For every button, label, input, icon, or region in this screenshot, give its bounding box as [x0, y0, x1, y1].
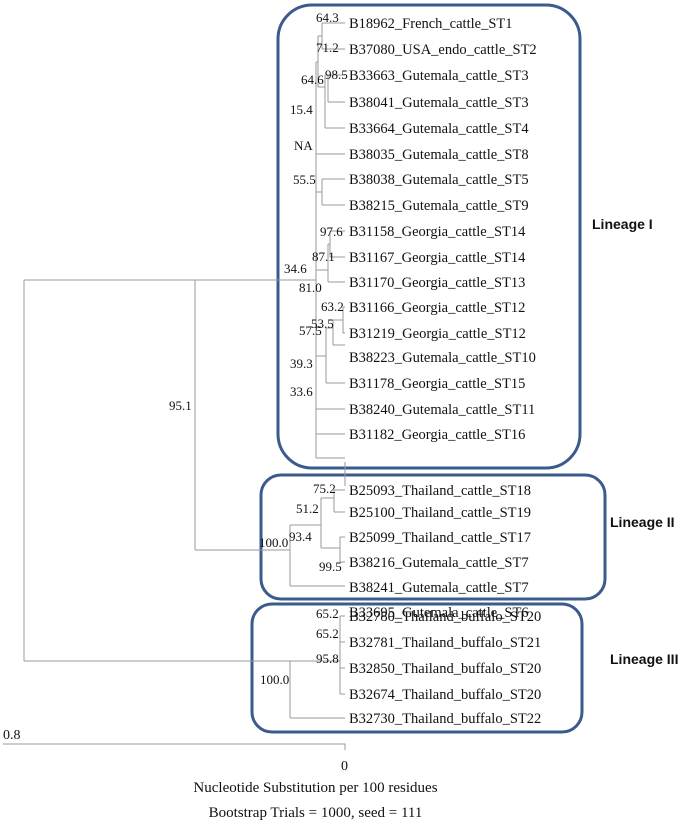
leaf-label: B31219_Georgia_cattle_ST12	[349, 326, 526, 342]
bootstrap-value: 98.5	[325, 67, 348, 82]
lineage-box-2	[259, 473, 607, 601]
leaf-label: B32781_Thailand_buffalo_ST21	[349, 635, 541, 651]
bootstrap-value: 51.2	[296, 501, 319, 516]
bootstrap-value: 87.1	[312, 249, 335, 264]
leaf-label: B38240_Gutemala_cattle_ST11	[349, 402, 535, 418]
lineage-box-1	[276, 3, 582, 470]
bootstrap-value: 64.6	[301, 72, 324, 87]
bootstrap-value: 71.2	[316, 40, 339, 55]
leaf-label: B38035_Gutemala_cattle_ST8	[349, 147, 529, 163]
leaf-label: B18962_French_cattle_ST1	[349, 16, 513, 32]
leaf-label: B38223_Gutemala_cattle_ST10	[349, 350, 536, 366]
lineage-label-2: Lineage II	[610, 514, 675, 530]
leaf-label: B33663_Gutemala_cattle_ST3	[349, 68, 529, 84]
leaf-label: B31167_Georgia_cattle_ST14	[349, 250, 526, 266]
bootstrap-value: 97.6	[320, 224, 343, 239]
phylogenetic-tree: Lineage I Lineage II Lineage III	[3, 3, 678, 774]
bootstrap-value: 34.6	[284, 261, 307, 276]
leaf-labels: B18962_French_cattle_ST1 B37080_USA_endo…	[349, 16, 541, 727]
leaf-label: B37080_USA_endo_cattle_ST2	[349, 42, 537, 58]
footer-bootstrap-note: Bootstrap Trials = 1000, seed = 111	[208, 805, 423, 821]
leaf-label: B31158_Georgia_cattle_ST14	[349, 224, 526, 240]
bootstrap-value: 65.2	[316, 626, 339, 641]
leaf-label: B38041_Gutemala_cattle_ST3	[349, 95, 529, 111]
leaf-label: B31182_Georgia_cattle_ST16	[349, 427, 525, 443]
bootstrap-value: 99.5	[319, 559, 342, 574]
bootstrap-value: 81.0	[299, 280, 322, 295]
leaf-label: B38215_Gutemala_cattle_ST9	[349, 198, 529, 214]
bootstrap-value: 15.4	[290, 102, 313, 117]
bootstrap-value: 55.5	[293, 172, 316, 187]
footer-substitution-note: Nucleotide Substitution per 100 residues	[193, 780, 438, 796]
leaf-label: B25099_Thailand_cattle_ST17	[349, 530, 531, 546]
bootstrap-value: 93.4	[289, 529, 312, 544]
tree-branches	[3, 22, 346, 750]
bootstrap-value: 39.3	[290, 356, 313, 371]
leaf-label: B25100_Thailand_cattle_ST19	[349, 505, 531, 521]
bootstrap-value: 100.0	[259, 535, 288, 550]
leaf-label: B33695_Gutemala_cattle_ST6	[349, 605, 529, 621]
leaf-label: B32780_Thailand_buffalo_ST20	[349, 609, 541, 625]
leaf-label: B32674_Thailand_buffalo_ST20	[349, 687, 541, 703]
bootstrap-labels: 64.3 71.2 98.5 64.6 15.4 NA 55.5 97.6 87…	[169, 10, 348, 687]
leaf-label: B25093_Thailand_cattle_ST18	[349, 483, 531, 499]
bootstrap-value: 100.0	[260, 672, 289, 687]
leaf-label: B33664_Gutemala_cattle_ST4	[349, 121, 529, 137]
bootstrap-value: 64.3	[316, 10, 339, 25]
leaf-label: B38241_Gutemala_cattle_ST7	[349, 580, 529, 596]
bootstrap-value: 33.6	[290, 384, 313, 399]
scale-bar	[3, 743, 346, 750]
leaf-label: B38038_Gutemala_cattle_ST5	[349, 172, 529, 188]
leaf-label: B31178_Georgia_cattle_ST15	[349, 376, 525, 392]
lineage-label-3: Lineage III	[610, 651, 678, 667]
bootstrap-value: 63.2	[321, 299, 344, 314]
leaf-label: B32730_Thailand_buffalo_ST22	[349, 711, 541, 727]
scale-label-left: 0.8	[3, 728, 21, 743]
bootstrap-value: 95.8	[316, 651, 339, 666]
leaf-label: B31170_Georgia_cattle_ST13	[349, 275, 525, 291]
leaf-label: B31166_Georgia_cattle_ST12	[349, 300, 525, 316]
bootstrap-value: 53.5	[311, 316, 334, 331]
leaf-label: B32850_Thailand_buffalo_ST20	[349, 661, 541, 677]
lineage-box-3	[250, 602, 584, 734]
lineage-label-1: Lineage I	[592, 216, 653, 232]
scale-label-right: 0	[341, 759, 348, 774]
leaf-label: B38216_Gutemala_cattle_ST7	[349, 555, 529, 571]
bootstrap-value: 65.2	[316, 606, 339, 621]
bootstrap-value: 57.5	[299, 323, 322, 338]
bootstrap-value: 75.2	[313, 481, 336, 496]
bootstrap-value: NA	[294, 138, 313, 153]
bootstrap-value: 95.1	[169, 398, 192, 413]
